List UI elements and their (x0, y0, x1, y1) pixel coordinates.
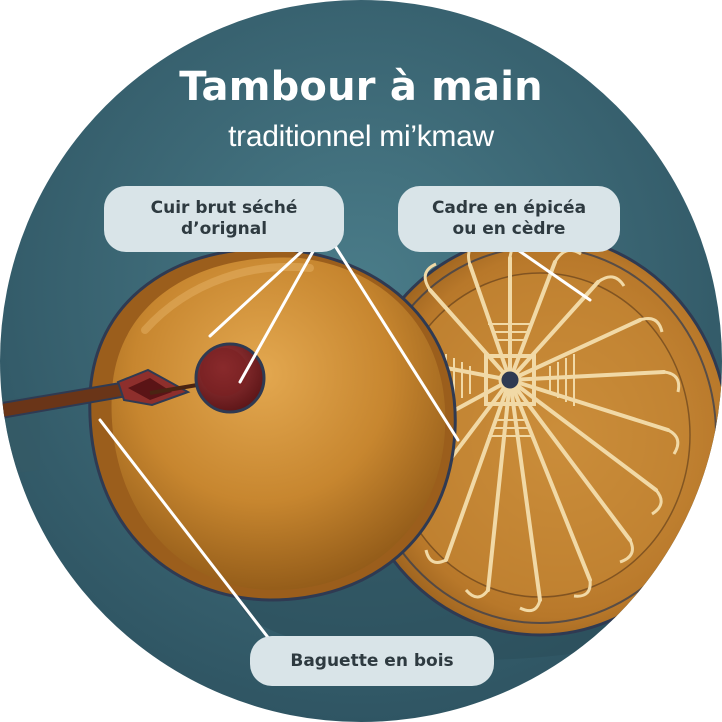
label-rawhide-line2: d’orignal (181, 219, 267, 240)
label-rawhide: Cuir brut séché d’orignal (104, 186, 344, 252)
label-frame: Cadre en épicéa ou en cèdre (398, 186, 620, 252)
label-frame-line1: Cadre en épicéa (432, 198, 586, 219)
label-stick: Baguette en bois (250, 636, 494, 686)
label-rawhide-line1: Cuir brut séché (151, 198, 298, 219)
label-stick-text: Baguette en bois (290, 651, 453, 672)
drum-front-view (90, 249, 455, 600)
subtitle: traditionnel mi’kmaw (0, 120, 722, 154)
label-frame-line2: ou en cèdre (453, 219, 566, 240)
title: Tambour à main (0, 64, 722, 110)
